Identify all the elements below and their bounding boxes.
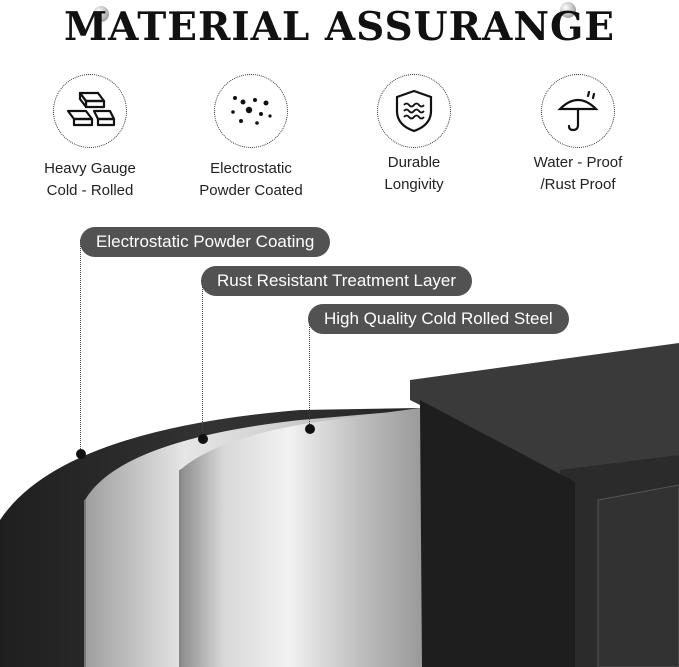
cabinet-door	[597, 484, 679, 667]
layer-label-powder-coating: Electrostatic Powder Coating	[80, 227, 331, 257]
cold-rolled-steel-layer	[180, 408, 422, 667]
cabinet-top	[410, 343, 679, 482]
feature-label: Electrostatic Powder Coated	[199, 160, 303, 199]
feature-label: Durable Longivity	[384, 154, 444, 193]
layer-label-rust-resistant: Rust Resistant Treatment Layer	[201, 266, 473, 296]
leader-line-powder-coating	[80, 240, 81, 453]
feature-label: Water - Proof /Rust Proof	[533, 154, 623, 193]
feature-waterproof: Water - Proof /Rust Proof	[508, 74, 648, 196]
feature-icon-ring	[214, 74, 288, 148]
leader-line-rust-resistant	[202, 280, 203, 438]
page-title: MATERIAL ASSURANGE	[63, 4, 616, 50]
decorative-ball-left	[93, 6, 109, 22]
decorative-ball-right	[560, 2, 576, 18]
gold-bars-icon	[66, 91, 116, 127]
leader-dot-rust-resistant	[198, 434, 208, 444]
leader-dot-powder-coating	[76, 449, 86, 459]
leader-line-cold-rolled-steel	[309, 318, 310, 428]
feature-icon-ring	[377, 74, 451, 148]
feature-icon-ring	[53, 74, 127, 148]
feature-durable: Durable Longivity	[344, 74, 484, 196]
shield-waves-icon	[395, 89, 433, 133]
feature-powder-coated: Electrostatic Powder Coated	[181, 74, 321, 202]
umbrella-rain-icon	[557, 90, 599, 132]
leader-dot-cold-rolled-steel	[305, 424, 315, 434]
cabinet-side	[420, 400, 575, 667]
feature-heavy-gauge: Heavy Gauge Cold - Rolled	[20, 74, 160, 202]
powder-dots-icon	[231, 96, 272, 125]
feature-label: Heavy Gauge Cold - Rolled	[44, 160, 136, 199]
feature-icon-ring	[541, 74, 615, 148]
layer-label-cold-rolled-steel: High Quality Cold Rolled Steel	[308, 304, 569, 334]
